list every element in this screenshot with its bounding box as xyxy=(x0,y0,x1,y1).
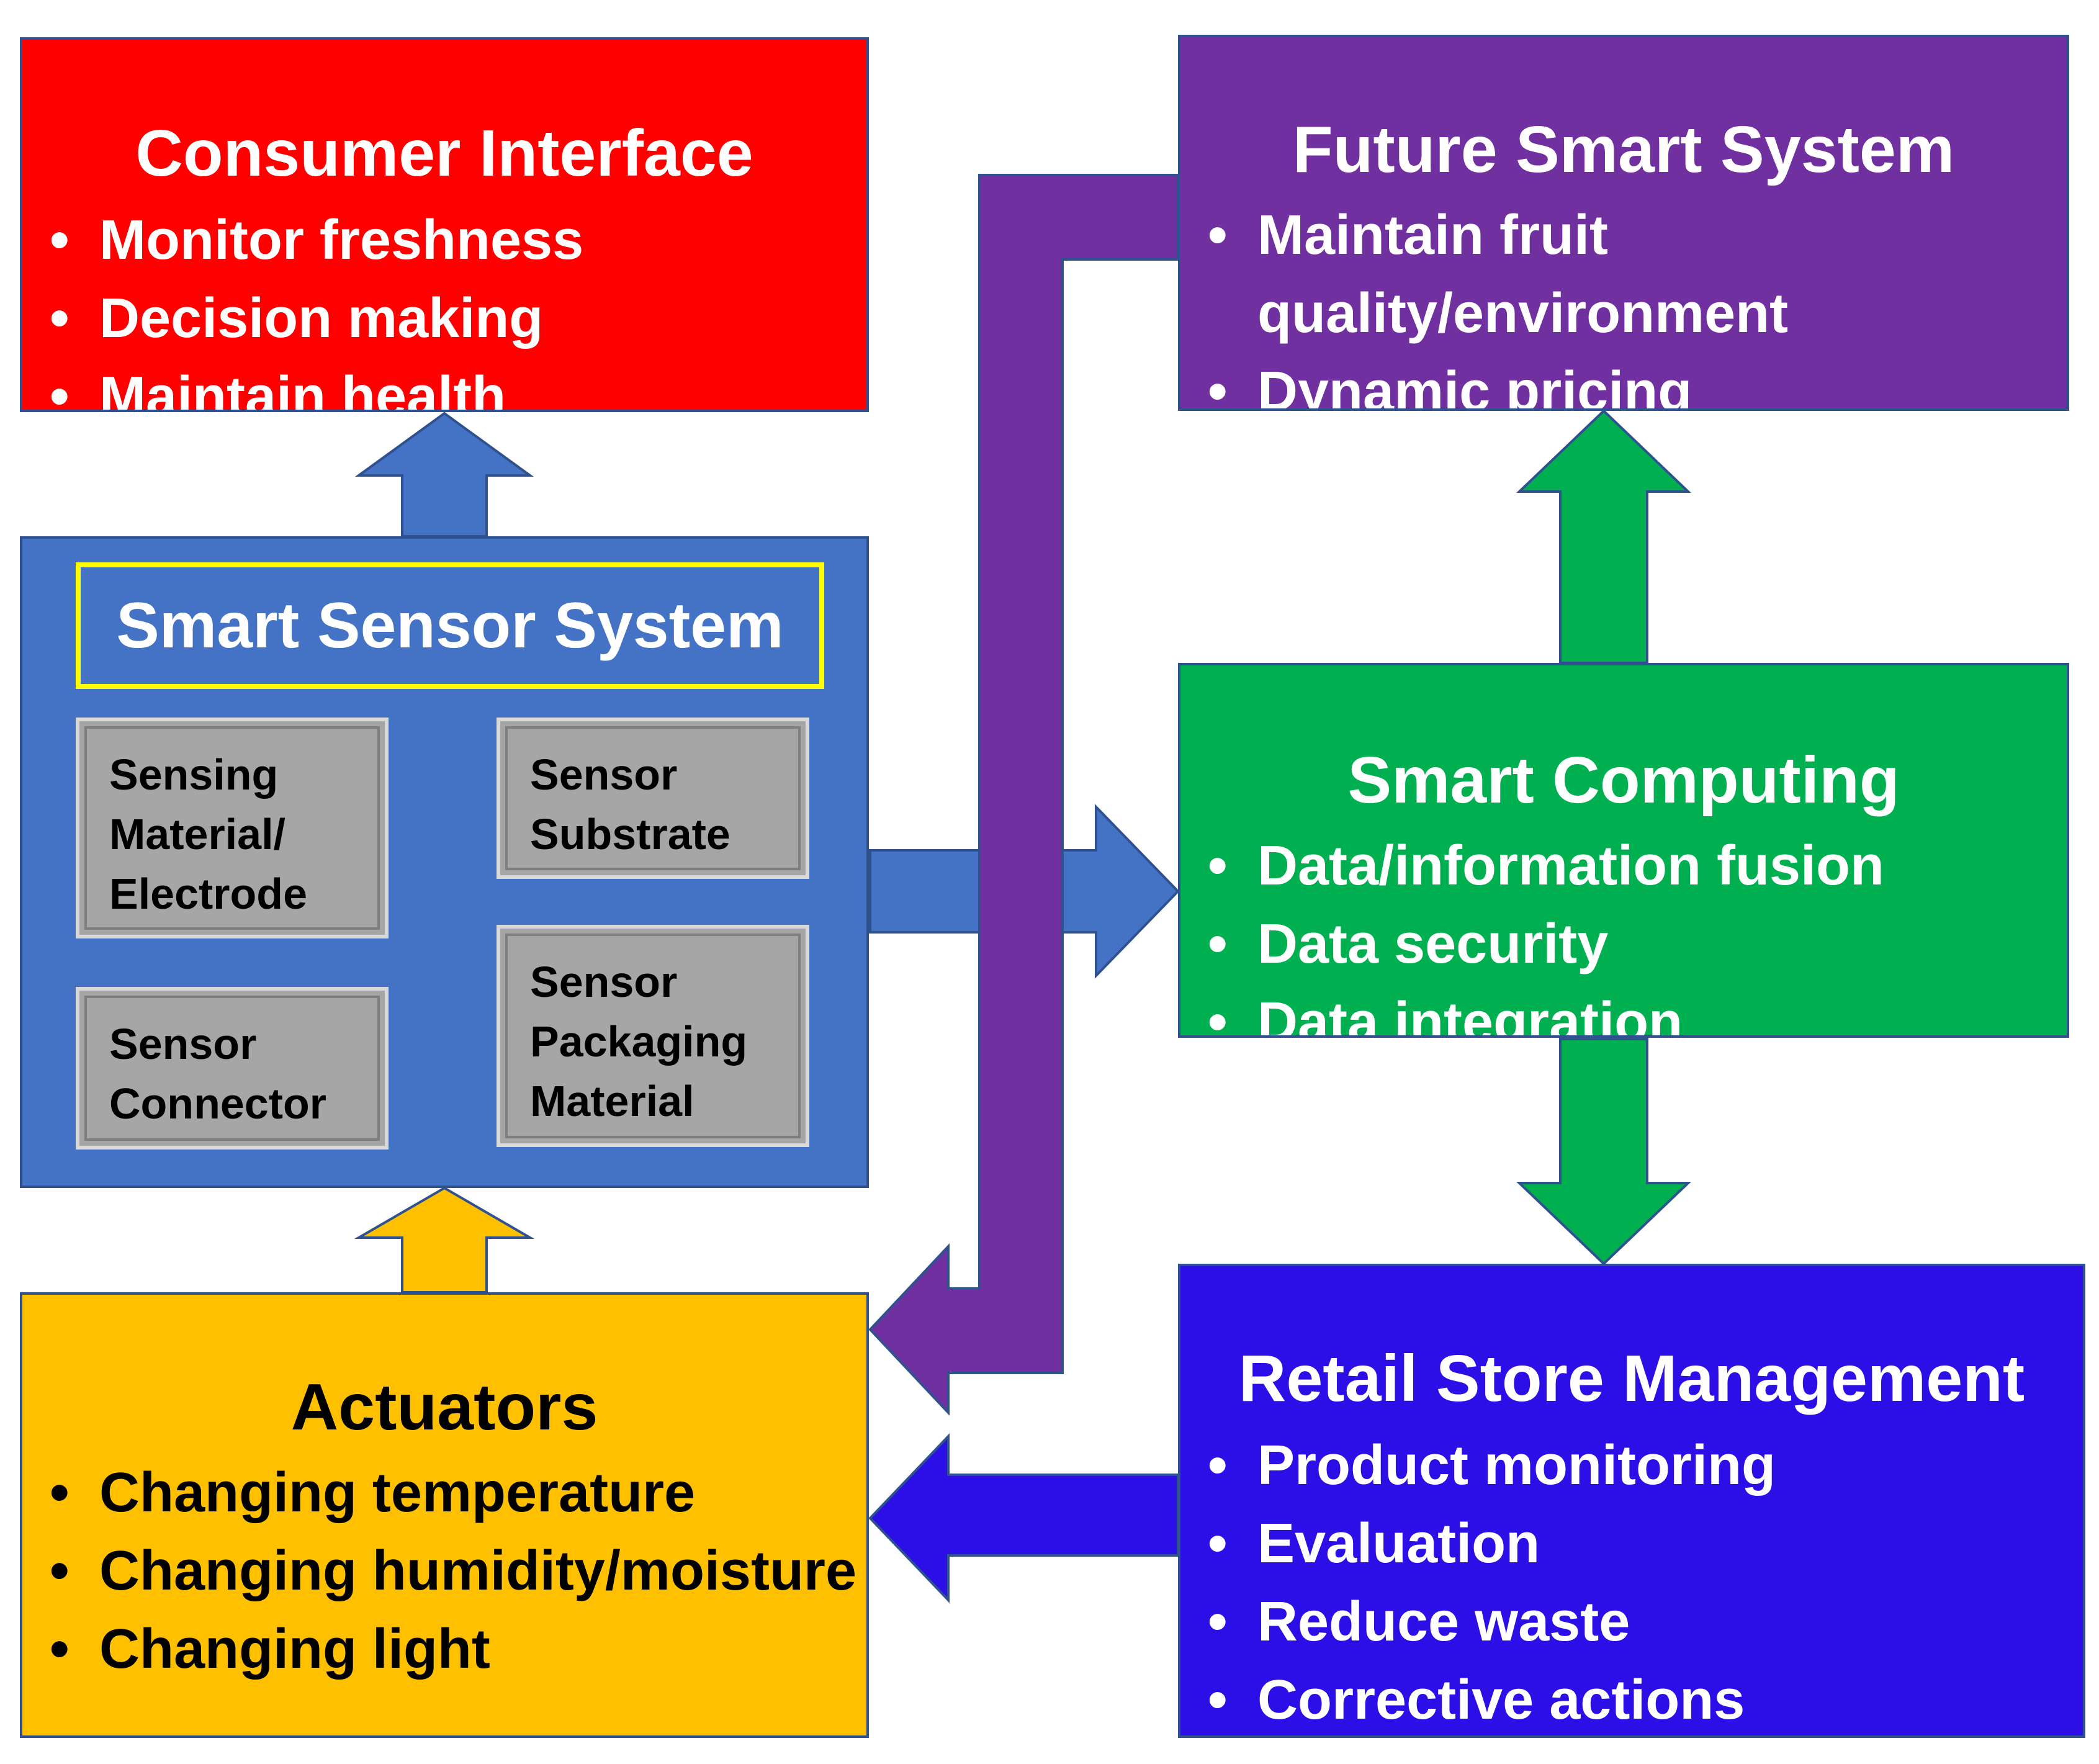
component-label-line: Connector xyxy=(109,1079,326,1128)
consumer-interface-list: Monitor freshness Decision making Mainta… xyxy=(22,201,866,410)
sensor-packaging-component: Sensor Packaging Material xyxy=(497,925,809,1147)
component-label-line: Sensor xyxy=(109,1020,257,1068)
arrow-sensor-to-consumer xyxy=(354,412,534,538)
actuators-list: Changing temperature Changing humidity/m… xyxy=(22,1454,866,1688)
component-label-line: Material/ xyxy=(109,810,285,858)
list-item: Changing humidity/moisture xyxy=(22,1532,866,1610)
retail-store-management-list: Product monitoring Evaluation Reduce was… xyxy=(1180,1426,2083,1735)
list-item: Data/information fusion xyxy=(1180,827,2067,905)
list-item: Corrective actions xyxy=(1180,1661,2083,1735)
arrow-future-to-actuators xyxy=(868,174,1179,1416)
list-item: Decision making xyxy=(22,279,866,358)
sensing-material-component: Sensing Material/ Electrode xyxy=(76,718,389,938)
list-item: Changing light xyxy=(22,1610,866,1688)
list-item: Product monitoring xyxy=(1180,1426,2083,1505)
component-label-line: Sensor xyxy=(530,750,678,799)
list-item: Data integration xyxy=(1180,983,2067,1035)
component-label-line: Sensing xyxy=(109,750,279,799)
list-item: Maintain fruit quality/environment xyxy=(1180,196,2067,353)
component-label-line: Sensor xyxy=(530,958,678,1006)
arrow-computing-retail xyxy=(1516,1038,1691,1266)
retail-store-management-box: Retail Store Management Product monitori… xyxy=(1178,1264,2085,1738)
component-label-line: Packaging xyxy=(530,1017,748,1066)
arrow-retail-to-actuators xyxy=(868,1433,1179,1603)
arrow-computing-future xyxy=(1516,409,1691,664)
retail-store-management-title: Retail Store Management xyxy=(1238,1342,2025,1415)
component-label-line: Substrate xyxy=(530,810,730,858)
sensor-substrate-component: Sensor Substrate xyxy=(497,718,809,879)
list-item: Evaluation xyxy=(1180,1505,2083,1583)
sensor-connector-component: Sensor Connector xyxy=(76,987,389,1150)
consumer-interface-title: Consumer Interface xyxy=(135,117,753,190)
list-item: Data security xyxy=(1180,905,2067,983)
list-item: Maintain health xyxy=(22,358,866,410)
list-item: Changing temperature xyxy=(22,1454,866,1532)
actuators-title: Actuators xyxy=(290,1370,598,1444)
smart-computing-list: Data/information fusion Data security Da… xyxy=(1180,827,2067,1035)
future-smart-system-box: Future Smart System Maintain fruit quali… xyxy=(1178,35,2069,411)
consumer-interface-box: Consumer Interface Monitor freshness Dec… xyxy=(20,37,869,412)
smart-sensor-system-title: Smart Sensor System xyxy=(76,562,824,689)
list-item: Reduce waste xyxy=(1180,1583,2083,1661)
future-smart-system-list: Maintain fruit quality/environment Dynam… xyxy=(1180,196,2067,408)
component-label-line: Electrode xyxy=(109,870,307,918)
actuators-box: Actuators Changing temperature Changing … xyxy=(20,1292,869,1738)
smart-computing-title: Smart Computing xyxy=(1347,744,1900,817)
list-item: Dynamic pricing xyxy=(1180,353,2067,408)
future-smart-system-title: Future Smart System xyxy=(1292,113,1955,186)
smart-computing-box: Smart Computing Data/information fusion … xyxy=(1178,663,2069,1038)
list-item: Monitor freshness xyxy=(22,201,866,279)
arrow-actuators-to-sensor xyxy=(354,1186,535,1294)
component-label-line: Material xyxy=(530,1077,694,1125)
